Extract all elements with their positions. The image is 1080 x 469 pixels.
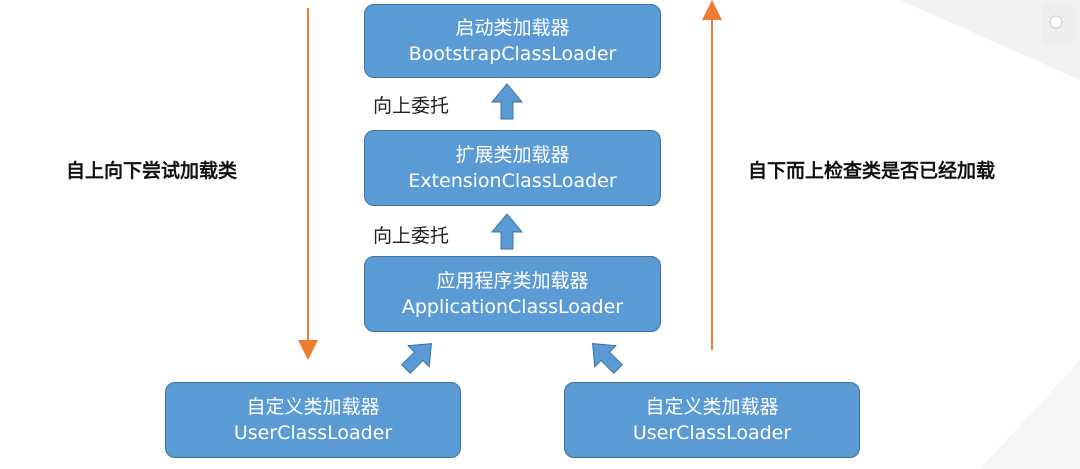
user-right-cn-label: 自定义类加载器 [645,396,779,418]
user-left-en-label: UserClassLoader [233,422,393,444]
user-classloader-left-box: 自定义类加载器 UserClassLoader [165,382,461,458]
block-arrow-app-to-ext [490,213,524,250]
delegate-label-lower: 向上委托 [373,225,450,247]
delegate-label-upper: 向上委托 [373,95,450,117]
user-right-en-label: UserClassLoader [632,422,792,444]
bootstrap-en-label: BootstrapClassLoader [408,43,617,65]
application-classloader-box: 应用程序类加载器 ApplicationClassLoader [364,256,661,332]
right-side-label: 自下而上检查类是否已经加载 [748,160,996,182]
left-side-label: 自上向下尝试加载类 [66,160,238,182]
block-arrow-userleft-to-app [401,343,432,374]
application-cn-label: 应用程序类加载器 [436,270,589,292]
user-classloader-right-box: 自定义类加载器 UserClassLoader [564,382,860,458]
bootstrap-cn-label: 启动类加载器 [455,17,570,39]
extension-cn-label: 扩展类加载器 [455,144,570,166]
block-arrow-ext-to-boot [490,83,524,120]
application-en-label: ApplicationClassLoader [401,296,624,318]
user-left-cn-label: 自定义类加载器 [246,396,380,418]
extension-en-label: ExtensionClassLoader [408,170,617,192]
bootstrap-classloader-box: 启动类加载器 BootstrapClassLoader [364,4,661,78]
extension-classloader-box: 扩展类加载器 ExtensionClassLoader [364,130,661,206]
block-arrow-userright-to-app [592,343,623,374]
